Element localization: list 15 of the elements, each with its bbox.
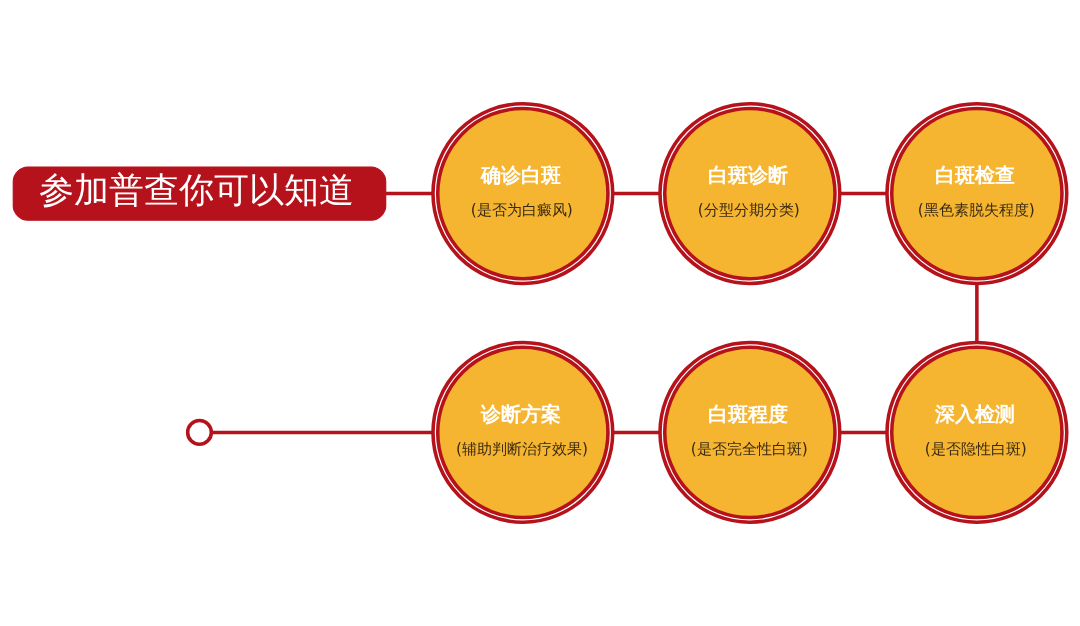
node-box: 参加普查你可以知道 [12, 166, 387, 221]
connector [386, 191, 433, 196]
connector [975, 283, 979, 343]
connector [612, 191, 660, 196]
node-circle: 诊断方案 (辅助判断治疗效果) [431, 340, 615, 525]
connector [839, 191, 887, 196]
node-circle: 白斑程度 (是否完全性白斑) [658, 340, 842, 525]
connector [612, 430, 660, 435]
node-circle: 白斑检查 (黑色素脱失程度) [885, 101, 1069, 286]
node-circle: 确诊白斑 (是否为白癜风) [431, 101, 615, 286]
connector [839, 430, 887, 435]
node-circle [185, 418, 214, 446]
node-circle: 白斑诊断 (分型分期分类) [658, 101, 842, 286]
node-circle: 深入检测 (是否隐性白斑) [885, 340, 1069, 525]
connector [211, 430, 433, 435]
